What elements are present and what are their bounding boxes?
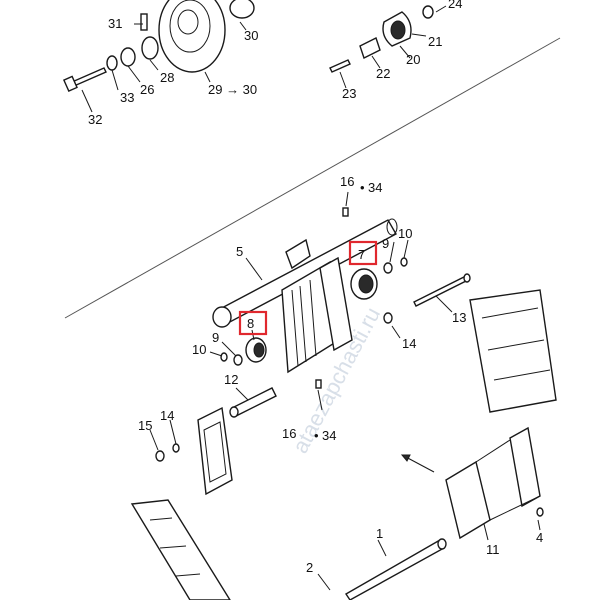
callout-28: 28 — [160, 70, 174, 85]
callout-10-left: 10 — [192, 342, 206, 357]
callout-20: 20 — [406, 52, 420, 67]
nut-10-left — [220, 352, 228, 362]
frame-rails: 1 2 11 4 — [130, 289, 557, 600]
callout-10-right: 10 — [398, 226, 412, 241]
washer-9-right — [383, 262, 393, 274]
callout-15: 15 — [138, 418, 152, 433]
swing-arm-assembly: 16 34 • 5 7 10 9 8 9 10 13 14 12 15 14 1… — [138, 174, 471, 462]
bottom-rail — [130, 499, 231, 600]
callout-12: 12 — [224, 372, 238, 387]
callout-14-right: 14 — [402, 336, 416, 351]
cap-30 — [229, 0, 255, 19]
callout-4: 4 — [536, 530, 543, 545]
callout-34-top: 34 — [368, 180, 382, 195]
callout-33: 33 — [120, 90, 134, 105]
callout-30-cap: 30 — [244, 28, 258, 43]
washer-14-left — [172, 443, 180, 453]
callout-24: 24 — [448, 0, 462, 11]
grease-fitting-16-bottom — [315, 379, 322, 389]
svg-text:•: • — [314, 428, 319, 443]
highlight-box-8 — [238, 310, 268, 336]
right-rail-upper — [469, 289, 557, 413]
callout-13: 13 — [452, 310, 466, 325]
sheet-separator-line — [64, 37, 561, 319]
callout-1: 1 — [376, 526, 383, 541]
washer-14-right — [383, 312, 393, 324]
callout-23: 23 — [342, 86, 356, 101]
callout-5: 5 — [236, 244, 243, 259]
idler-wheel-assembly: 31 30 28 26 33 32 29 → 30 — [62, 0, 258, 127]
shaft-1 — [345, 539, 445, 600]
callout-31: 31 — [108, 16, 122, 31]
idler-wheel-30 — [158, 0, 226, 73]
small-bolt-31 — [140, 13, 148, 31]
right-bracket-11 — [445, 460, 491, 540]
bolt-32 — [71, 67, 107, 87]
callout-32: 32 — [88, 112, 102, 127]
callout-22: 22 — [376, 66, 390, 81]
bushing-22 — [359, 37, 381, 59]
nut-10-right — [400, 257, 408, 267]
callout-11: 11 — [486, 542, 500, 557]
callout-34-bottom: 34 — [322, 428, 336, 443]
callout-16-top: 16 — [340, 174, 354, 189]
callout-16-bottom: 16 — [282, 426, 296, 441]
callout-21: 21 — [428, 34, 442, 49]
bolt-4 — [536, 507, 544, 517]
callout-26: 26 — [140, 82, 154, 97]
highlight-box-7 — [348, 240, 378, 266]
callout-7: 7 — [358, 247, 365, 262]
nut-33 — [106, 55, 118, 71]
grease-fitting-16-top — [342, 207, 349, 217]
washer-28 — [141, 36, 159, 60]
callout-2: 2 — [306, 560, 313, 575]
callout-14-left: 14 — [160, 408, 174, 423]
callout-8: 8 — [247, 316, 254, 331]
callout-9-right: 9 — [382, 236, 389, 251]
roller-assembly: 24 21 20 22 23 — [329, 0, 462, 101]
left-bracket — [197, 406, 233, 496]
callout-29-30: 29 → 30 — [208, 82, 257, 97]
svg-text:•: • — [360, 180, 365, 195]
screw-23 — [329, 59, 351, 73]
spacer-26 — [120, 47, 136, 67]
washer-24 — [422, 5, 434, 19]
callout-9-left: 9 — [212, 330, 219, 345]
nut-15 — [155, 450, 165, 462]
washer-9-left — [233, 354, 243, 366]
